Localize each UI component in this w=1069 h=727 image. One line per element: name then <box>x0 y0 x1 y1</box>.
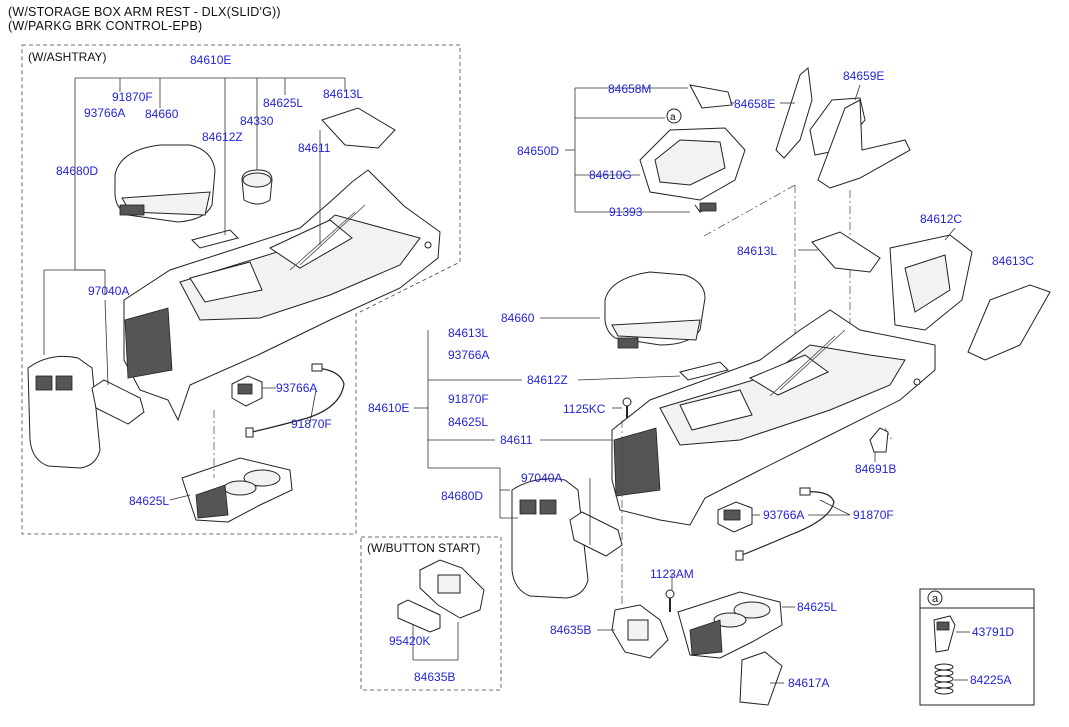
detail-a-marker-letter: a <box>932 593 939 605</box>
label-84635b-right[interactable]: 84635B <box>550 623 591 637</box>
leaders-right <box>414 227 956 684</box>
label-84611-right[interactable]: 84611 <box>500 433 533 447</box>
label-84658e[interactable]: 84658E <box>734 97 775 111</box>
bracket-84635b-right <box>611 604 669 659</box>
label-84612z-left[interactable]: 84612Z <box>202 130 243 144</box>
spring-84225a <box>934 663 954 695</box>
label-84613l-right[interactable]: 84613L <box>448 326 488 340</box>
detail-a-callout-letter: a <box>670 112 676 123</box>
label-84650d[interactable]: 84650D <box>517 144 559 158</box>
side-trim-84612c <box>889 234 973 331</box>
detail-a-box <box>919 588 1035 706</box>
label-84330[interactable]: 84330 <box>240 114 274 128</box>
label-91870f-left-2[interactable]: 91870F <box>291 417 332 431</box>
label-91393[interactable]: 91393 <box>609 205 643 219</box>
armrest-left <box>114 144 216 223</box>
label-84610e-right[interactable]: 84610E <box>368 401 409 415</box>
label-84660-left[interactable]: 84660 <box>145 107 179 121</box>
label-84613l-left[interactable]: 84613L <box>323 87 363 101</box>
cupholder-84625l-left <box>181 457 293 523</box>
label-84625l-top-left[interactable]: 84625L <box>263 96 303 110</box>
label-97040a-right[interactable]: 97040A <box>521 471 562 485</box>
pad-84612z-left <box>191 229 239 249</box>
leaders-left <box>43 77 346 501</box>
cable-91870f-right <box>735 487 835 561</box>
label-84610e-left[interactable]: 84610E <box>190 53 231 67</box>
ashtray-group-label: (W/ASHTRAY) <box>28 50 106 64</box>
label-84611-left[interactable]: 84611 <box>298 141 331 155</box>
label-93766a-left[interactable]: 93766A <box>84 106 125 120</box>
label-84617a[interactable]: 84617A <box>788 676 829 690</box>
console-body-left <box>123 169 441 422</box>
label-93766a-right-2[interactable]: 93766A <box>763 508 804 522</box>
label-84612z-right[interactable]: 84612Z <box>527 373 568 387</box>
label-84610g[interactable]: 84610G <box>589 168 632 182</box>
label-91870f-right[interactable]: 91870F <box>448 392 489 406</box>
label-84680d-right[interactable]: 84680D <box>441 489 483 503</box>
mat-84613l-mid <box>811 231 881 273</box>
switch-93766a-left <box>231 375 263 407</box>
bolt-1125kc <box>622 397 632 418</box>
bracket-84691b <box>869 427 889 453</box>
side-panel-84659e <box>817 99 911 189</box>
mat-84613l-left <box>321 107 396 149</box>
label-84691b[interactable]: 84691B <box>855 462 896 476</box>
rear-cover-right <box>511 478 589 599</box>
label-93766a-left-2[interactable]: 93766A <box>276 381 317 395</box>
label-91870f-right-2[interactable]: 91870F <box>853 508 894 522</box>
label-84660-right[interactable]: 84660 <box>501 311 535 325</box>
label-91870f-left[interactable]: 91870F <box>112 90 153 104</box>
switch-93766a-right <box>717 501 753 533</box>
cover-84658m <box>689 84 733 109</box>
leaders-button-start <box>412 622 459 661</box>
cable-91870f-left <box>245 363 345 438</box>
ashtray-group-box <box>21 44 461 535</box>
label-84635b-box[interactable]: 84635B <box>414 670 455 684</box>
label-97040a-left[interactable]: 97040A <box>88 284 129 298</box>
side-trim-84613c <box>967 284 1051 361</box>
ashtray-cup-84330 <box>241 169 273 205</box>
label-84613c[interactable]: 84613C <box>992 254 1034 268</box>
trim-84617a <box>739 651 783 706</box>
label-84659e[interactable]: 84659E <box>843 69 884 83</box>
label-84613l-mid[interactable]: 84613L <box>737 244 777 258</box>
bolt-1123am <box>665 589 675 612</box>
side-panel-84658e <box>775 67 813 159</box>
vent-97040a-left <box>91 379 145 425</box>
label-84625l-mid-right[interactable]: 84625L <box>448 415 488 429</box>
label-84680d-left[interactable]: 84680D <box>56 164 98 178</box>
shifter-assembly <box>639 84 746 213</box>
label-95420k[interactable]: 95420K <box>389 634 430 648</box>
leaders-shifter <box>565 84 861 213</box>
button-start-group-box <box>360 536 502 691</box>
pad-84612z-right <box>679 361 729 381</box>
label-84658m[interactable]: 84658M <box>608 82 651 96</box>
label-43791d[interactable]: 43791D <box>972 625 1014 639</box>
button-start-group-label: (W/BUTTON START) <box>367 541 480 555</box>
label-84625l-bottom-right[interactable]: 84625L <box>797 600 837 614</box>
bracket-84635b-box <box>419 559 485 619</box>
rear-cover-left <box>27 355 101 469</box>
label-84625l-bottom-left[interactable]: 84625L <box>129 494 169 508</box>
cupholder-84625l-right <box>677 591 783 659</box>
diagram-title-line-1: (W/STORAGE BOX ARM REST - DLX(SLID'G)) <box>8 5 281 19</box>
armrest-right <box>604 271 706 349</box>
label-1125kc[interactable]: 1125KC <box>563 402 606 416</box>
label-1123am[interactable]: 1123AM <box>650 567 694 581</box>
detail-a-marker <box>927 590 943 606</box>
label-93766a-right[interactable]: 93766A <box>448 348 489 362</box>
label-84225a[interactable]: 84225A <box>970 673 1011 687</box>
console-body-right <box>611 309 936 526</box>
bracket-95420k <box>397 599 441 633</box>
label-84612c[interactable]: 84612C <box>920 212 962 226</box>
switch-43791d <box>933 615 956 653</box>
diagram-title-line-2: (W/PARKG BRK CONTROL-EPB) <box>8 19 203 33</box>
